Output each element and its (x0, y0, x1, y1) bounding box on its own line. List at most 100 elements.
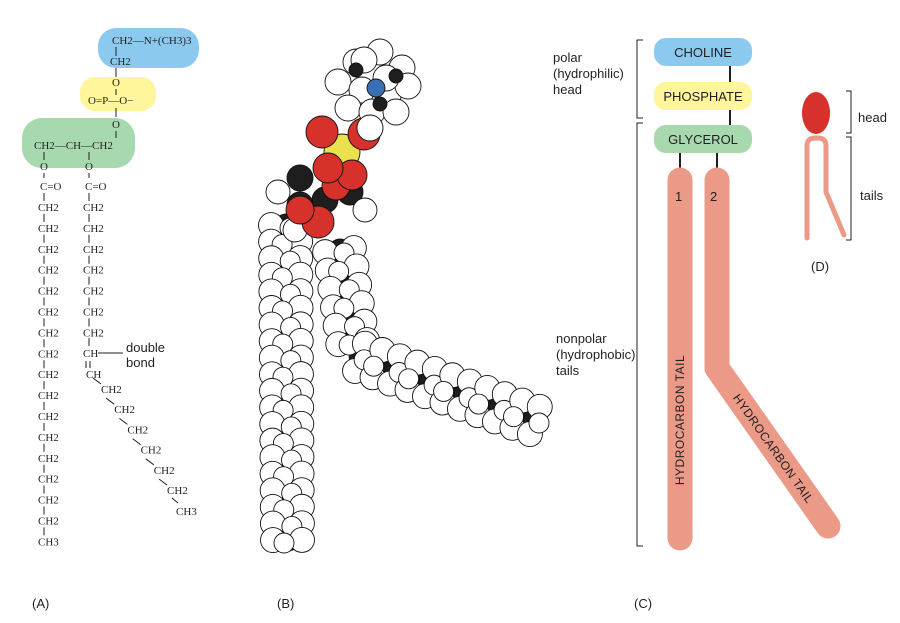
methylene-kinked: CH2 (127, 424, 148, 436)
panel-b-space-filling-model (258, 38, 553, 554)
tail-2-hydrogen (503, 406, 524, 428)
choline-box-label: CHOLINE (674, 45, 732, 60)
panel-label-b: (B) (277, 596, 294, 611)
tail-1-number: 1 (675, 189, 682, 204)
nonpolar-label-line1: nonpolar (556, 331, 607, 346)
polar-label-line1: polar (553, 50, 583, 65)
space-filling-atoms (258, 38, 553, 554)
methylene-left: CH2 (38, 453, 59, 465)
tail-1-hydrogen (273, 532, 295, 554)
methylene-kinked: CH2 (141, 445, 162, 457)
glycerol-box (654, 125, 752, 153)
choline-hydrogen (334, 94, 362, 122)
methylene-right: CH2 (83, 286, 104, 298)
glycerol-hydrogen (352, 197, 378, 223)
hydrocarbon-tail-1-label: HYDROCARBON TAIL (673, 355, 687, 485)
methylene-kinked: CH2 (114, 404, 135, 416)
panel-a-structural-formula: CH2—N+(CH3)3 CH2 O O=P—O− O CH2—CH—CH2 O… (22, 28, 199, 548)
nonpolar-bracket (636, 122, 643, 547)
methylene-kinked: CH2 (101, 384, 122, 396)
nonpolar-label-line3: tails (556, 363, 580, 378)
ester-oxygen (285, 195, 315, 225)
methylene-kinked: CH2 (167, 485, 188, 497)
phosphate-highlight (80, 77, 156, 111)
methylene-left: CH2 (38, 265, 59, 277)
methylene-left: CH2 (38, 348, 59, 360)
panel-d-symbol: head tails (802, 90, 887, 241)
methylene-left: CH2 (38, 390, 59, 402)
phosphate-oxygen-top: O (112, 77, 120, 89)
carbonyl-right: C=O (85, 181, 107, 193)
choline-ch2-text: CH2 (110, 56, 131, 68)
tails-bracket (846, 136, 852, 241)
panel-label-a: (A) (32, 596, 49, 611)
double-bond-label-line1: double (126, 340, 165, 355)
choline-group-text: CH2—N+(CH3)3 (112, 35, 192, 47)
polar-bracket (636, 39, 643, 119)
methylene-right: CH2 (83, 307, 104, 319)
double-bond-label-line2: bond (126, 355, 155, 370)
head-bracket (846, 90, 852, 134)
methylene-left: CH2 (38, 495, 59, 507)
methylene-kinked: CH2 (154, 465, 175, 477)
symbol-tails (804, 135, 847, 241)
panel-label-d: (D) (811, 259, 829, 274)
nitrogen-atom (366, 78, 386, 98)
phosphate-box-label: PHOSPHATE (663, 89, 743, 104)
double-bond-carbon-1: CH (83, 348, 98, 360)
glycerol-highlight (22, 118, 135, 168)
methylene-left: CH2 (38, 411, 59, 423)
tail-2-hydrogen (363, 355, 385, 377)
panel-c-schematic: polar (hydrophilic) head nonpolar (hydro… (553, 38, 841, 551)
methylene-left: CH2 (38, 432, 59, 444)
double-bond-carbon-2: CH (86, 369, 101, 381)
hydrocarbon-tail-2 (704, 167, 841, 539)
methylene-left: CH2 (38, 369, 59, 381)
choline-box (654, 38, 752, 66)
methylene-right: CH2 (83, 223, 104, 235)
tail-2-hydrogen (468, 393, 489, 415)
ester-oxygen-right: O (85, 161, 93, 173)
methylene-left: CH2 (38, 474, 59, 486)
choline-hydrogen (382, 98, 410, 126)
phosphate-text: O=P—O− (88, 95, 133, 107)
choline-hydrogen (356, 114, 384, 142)
methylene-left: CH2 (38, 244, 59, 256)
tail-2-number: 2 (710, 189, 717, 204)
phosphate-oxygen (312, 152, 344, 184)
panel-label-c: (C) (634, 596, 652, 611)
methylene-left: CH2 (38, 286, 59, 298)
methylene-right: CH2 (83, 202, 104, 214)
phosphate-oxygen (305, 115, 339, 149)
choline-hydrogen (324, 68, 352, 96)
tails-label: tails (860, 188, 884, 203)
methylene-left: CH2 (38, 202, 59, 214)
choline-carbon (388, 68, 404, 84)
methylene-right: CH2 (83, 327, 104, 339)
polar-label-line2: (hydrophilic) (553, 66, 624, 81)
methylene-left: CH2 (38, 223, 59, 235)
nonpolar-label-line2: (hydrophobic) (556, 347, 636, 362)
polar-label-line3: head (553, 82, 582, 97)
ester-oxygen-left: O (40, 161, 48, 173)
choline-highlight (98, 28, 199, 68)
glycerol-box-label: GLYCEROL (668, 132, 738, 147)
methylene-left: CH2 (38, 516, 59, 528)
hydrocarbon-tail-2-label: HYDROCARBON TAIL (730, 391, 816, 506)
tail-2-hydrogen (398, 368, 420, 390)
glycerol-hydrogen (265, 179, 291, 205)
carbonyl-left: C=O (40, 181, 62, 193)
choline-carbon (372, 96, 388, 112)
tail-2-hydrogen (528, 412, 550, 434)
tail-2-hydrogen (433, 380, 455, 402)
fatty-acid-chains: OC=OCH2CH2CH2CH2CH2CH2CH2CH2CH2CH2CH2CH2… (38, 152, 197, 548)
methylene-left: CH2 (38, 327, 59, 339)
methylene-right: CH2 (83, 265, 104, 277)
symbol-head (802, 92, 830, 134)
head-label: head (858, 110, 887, 125)
phosphate-box (654, 82, 752, 110)
methyl-right: CH3 (176, 506, 197, 518)
methylene-right: CH2 (83, 244, 104, 256)
phosphate-oxygen-bottom: O (112, 119, 120, 131)
